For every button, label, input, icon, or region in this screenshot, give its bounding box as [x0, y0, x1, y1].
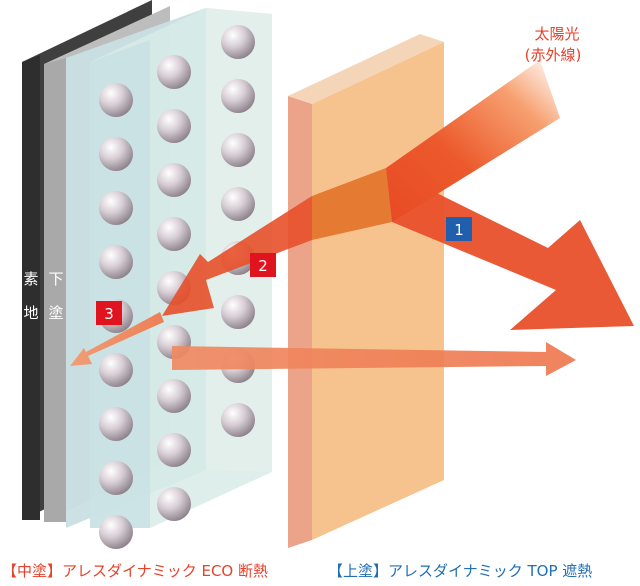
badge-2: 2 [250, 253, 276, 277]
ceramic-bead [157, 109, 191, 143]
ceramic-bead [157, 163, 191, 197]
ceramic-bead [99, 461, 133, 495]
reflection-arrow-1 [386, 168, 634, 330]
infrared-label: (赤外線) [525, 46, 582, 64]
ceramic-bead [157, 217, 191, 251]
undercoat-label-bottom: 塗 [48, 304, 63, 322]
ceramic-bead [99, 353, 133, 387]
ceramic-bead [221, 25, 255, 59]
svg-text:1: 1 [454, 221, 464, 239]
svg-text:3: 3 [104, 305, 114, 323]
ceramic-bead [157, 433, 191, 467]
sunlight-beam [312, 60, 560, 240]
substrate-label-bottom: 地 [23, 304, 38, 322]
undercoat-label-top: 下 [48, 270, 63, 288]
badge-3: 3 [96, 301, 122, 325]
reflection-arrow-3 [70, 312, 164, 366]
svg-text:2: 2 [258, 257, 268, 275]
ceramic-bead [99, 245, 133, 279]
ceramic-bead [99, 83, 133, 117]
ceramic-bead [221, 133, 255, 167]
ceramic-bead [157, 487, 191, 521]
top-coat-caption: 【上塗】アレスダイナミック TOP 遮熱 [328, 562, 592, 580]
substrate-label-top: 素 [23, 270, 38, 288]
ceramic-bead [99, 407, 133, 441]
middle-coat-caption: 【中塗】アレスダイナミック ECO 断熱 [2, 562, 268, 580]
badge-1: 1 [446, 217, 472, 241]
ceramic-bead [221, 79, 255, 113]
ceramic-bead [99, 137, 133, 171]
ceramic-bead [221, 403, 255, 437]
ceramic-bead [221, 295, 255, 329]
transmitted-arrow-2 [162, 196, 312, 316]
ceramic-bead [221, 187, 255, 221]
ceramic-bead [157, 379, 191, 413]
reradiation-arrow [172, 342, 576, 376]
ceramic-bead [157, 55, 191, 89]
ceramic-bead [99, 191, 133, 225]
top-coat-panel [288, 34, 444, 548]
ceramic-bead [99, 515, 133, 549]
sunlight-label: 太陽光 [534, 25, 579, 43]
